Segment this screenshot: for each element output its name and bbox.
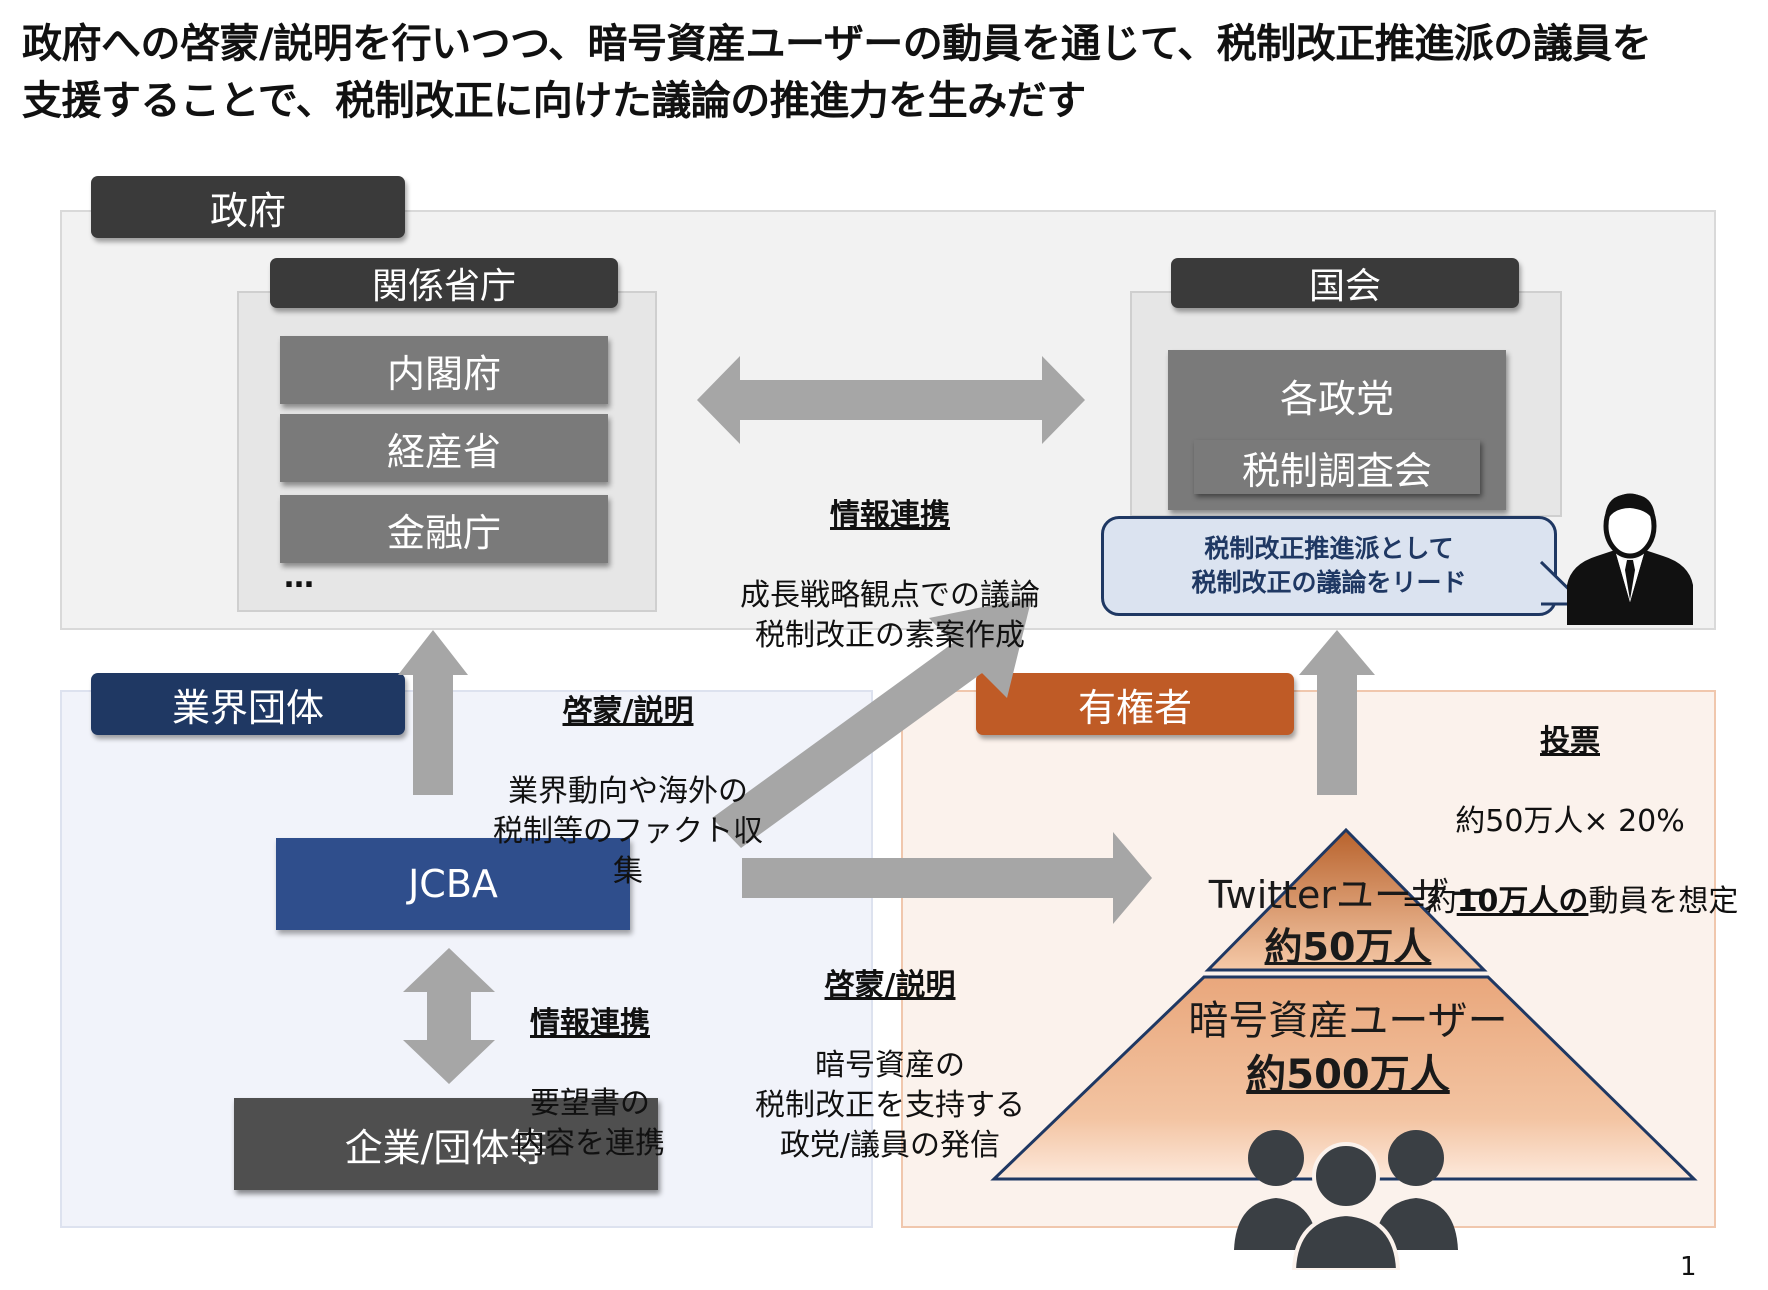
education-bottom-heading: 啓蒙/説明 bbox=[824, 968, 956, 1003]
ministries-more: … bbox=[284, 560, 314, 595]
education-top-body: 業界動向や海外の 税制等のファクト収 集 bbox=[493, 774, 763, 889]
tax-committee-line2: 税制調査会 bbox=[1194, 440, 1480, 494]
vote-line2-suffix: 動員を想定 bbox=[1588, 884, 1739, 919]
right-arrow-jcba-voters bbox=[742, 832, 1152, 924]
vote-line2: =約10万人の動員を想定 bbox=[1380, 882, 1760, 922]
education-top-heading: 啓蒙/説明 bbox=[562, 694, 694, 729]
diet-tag: 国会 bbox=[1171, 258, 1519, 308]
twitter-users-label: Twitterユーザー bbox=[1208, 873, 1488, 917]
industry-tag: 業界団体 bbox=[91, 673, 405, 735]
companies-box: 企業/団体等 bbox=[234, 1098, 658, 1190]
info-link-center-body: 成長戦略観点での議論 税制改正の素案作成 bbox=[740, 578, 1040, 653]
education-top: 啓蒙/説明 業界動向や海外の 税制等のファクト収 集 bbox=[478, 652, 778, 932]
education-bottom: 啓蒙/説明 暗号資産の 税制改正を支持する 政党/議員の発信 bbox=[730, 926, 1050, 1206]
ministry-fsa: 金融庁 bbox=[280, 495, 608, 563]
page-title: 政府への啓蒙/説明を行いつつ、暗号資産ユーザーの動員を通じて、税制改正推進派の議… bbox=[22, 21, 1652, 124]
double-arrow-ministries-diet bbox=[697, 356, 1085, 444]
pyramid-top-segment bbox=[1204, 827, 1488, 972]
diagonal-arrow-jcba-diet bbox=[712, 597, 1032, 848]
ministry-meti: 経産省 bbox=[280, 414, 608, 482]
up-arrow-industry-gov bbox=[398, 630, 468, 795]
info-link-bottom: 情報連携 要望書の 内容を連携 bbox=[490, 964, 690, 1204]
politician-icon bbox=[1567, 493, 1693, 625]
info-link-center: 情報連携 成長戦略観点での議論 税制改正の素案作成 bbox=[720, 456, 1060, 696]
government-tag: 政府 bbox=[91, 176, 405, 238]
vote-line2-emphasis: 10万人の bbox=[1456, 884, 1589, 919]
crypto-users-count: 約500万人 bbox=[1246, 1052, 1450, 1098]
pyramid-bottom-segment bbox=[990, 975, 1698, 1181]
lead-callout: 税制改正推進派として 税制改正の議論をリード bbox=[1101, 516, 1557, 616]
tax-committee-line1: 各政党 bbox=[1279, 377, 1394, 421]
tax-committee-box: 各政党 税制調査会 bbox=[1168, 350, 1506, 510]
info-link-bottom-heading: 情報連携 bbox=[530, 1006, 650, 1041]
page-number: 1 bbox=[1680, 1252, 1697, 1282]
ministries-tag: 関係省庁 bbox=[270, 258, 618, 308]
twitter-users-count: 約50万人 bbox=[1264, 925, 1432, 969]
jcba-box: JCBA bbox=[276, 838, 630, 930]
ministry-cabinet-office: 内閣府 bbox=[280, 336, 608, 404]
vote-line1: 約50万人× 20% bbox=[1455, 804, 1685, 839]
vote-line2-prefix: =約 bbox=[1401, 884, 1457, 919]
vote-note: 投票 約50万人× 20% =約10万人の動員を想定 bbox=[1380, 682, 1760, 962]
voters-tag: 有権者 bbox=[976, 673, 1294, 735]
info-link-center-heading: 情報連携 bbox=[830, 498, 950, 533]
double-arrow-jcba-companies bbox=[403, 948, 495, 1084]
voter-pyramid bbox=[990, 827, 1698, 1181]
info-link-bottom-body: 要望書の 内容を連携 bbox=[515, 1086, 665, 1161]
education-bottom-body: 暗号資産の 税制改正を支持する 政党/議員の発信 bbox=[755, 1048, 1025, 1163]
up-arrow-voters-diet bbox=[1299, 630, 1375, 795]
crypto-users-label: 暗号資産ユーザー bbox=[1188, 998, 1508, 1044]
people-icon bbox=[1234, 1130, 1458, 1270]
vote-heading: 投票 bbox=[1540, 724, 1600, 759]
